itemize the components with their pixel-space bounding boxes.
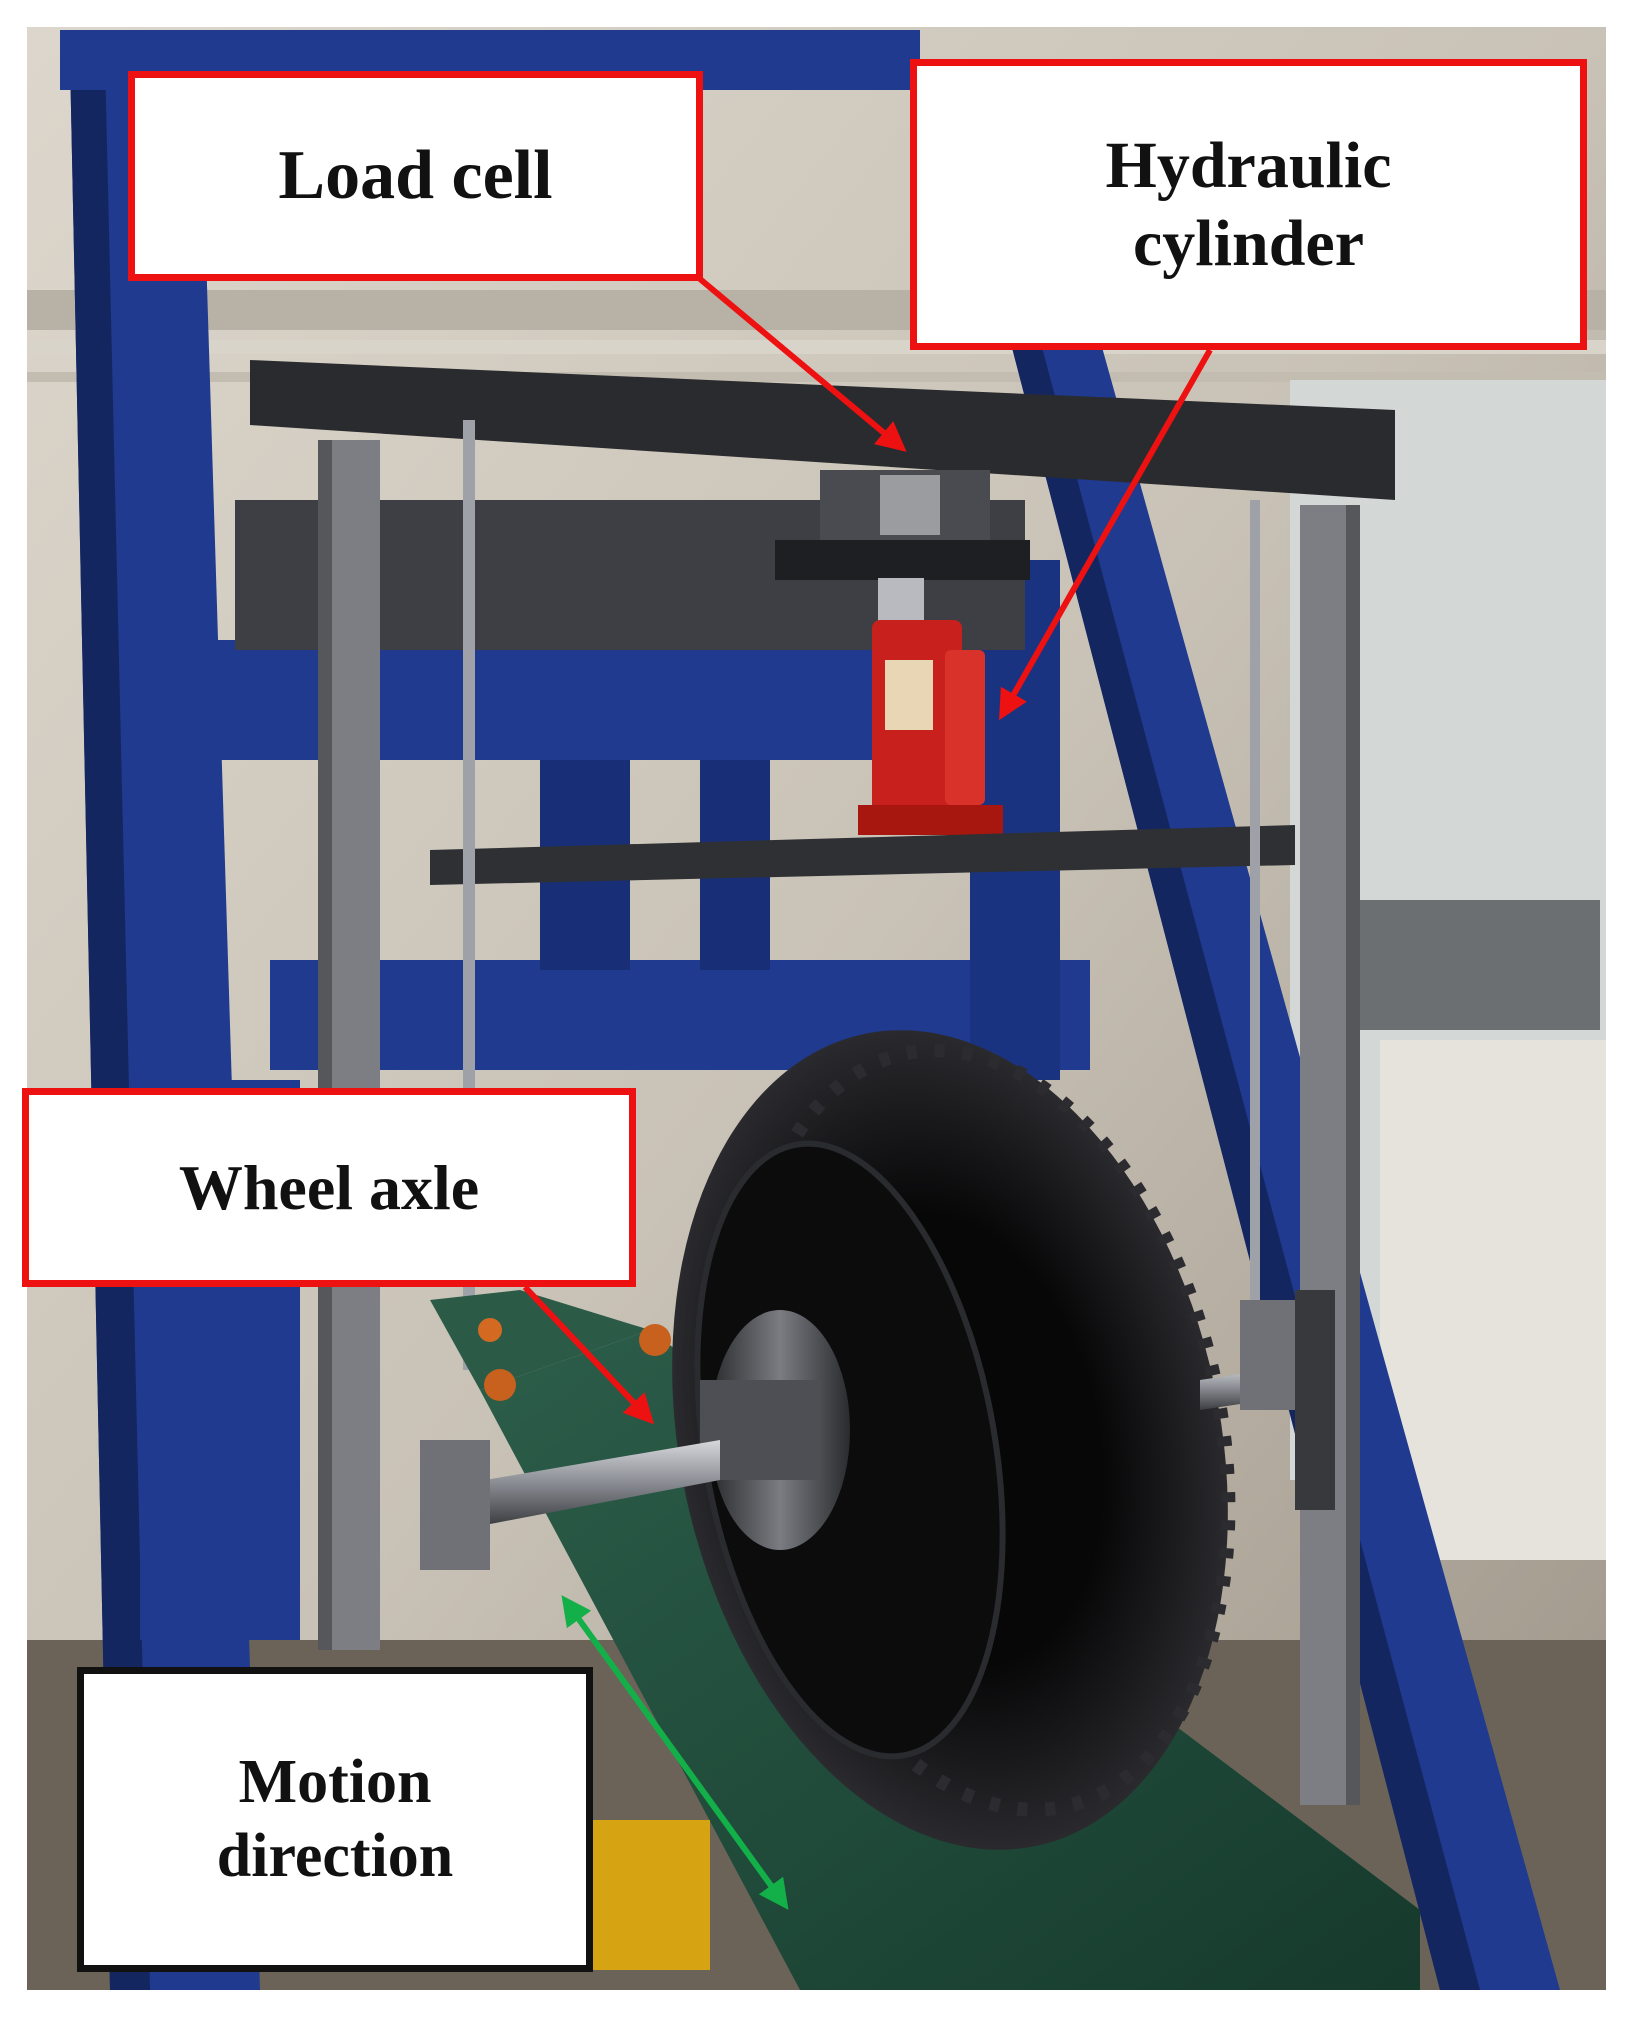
roller bbox=[639, 1324, 671, 1356]
roller bbox=[478, 1318, 502, 1342]
bearing-block-left bbox=[420, 1440, 490, 1570]
callout-wheel-axle: Wheel axle bbox=[22, 1088, 636, 1287]
jack-ram bbox=[878, 578, 924, 623]
right-cabinet bbox=[1380, 1040, 1606, 1560]
motion-direction-arrow bbox=[561, 1595, 789, 1910]
conveyor-belt-edge bbox=[430, 1290, 650, 1390]
back-bench bbox=[1360, 900, 1600, 1030]
bearing-block-right bbox=[1240, 1300, 1300, 1410]
callout-hydraulic-cylinder: Hydraulic cylinder bbox=[910, 59, 1587, 350]
hydraulic-cylinder-arrow bbox=[999, 348, 1213, 721]
slider-block bbox=[1295, 1290, 1335, 1510]
callout-hydraulic-cylinder-line2: cylinder bbox=[1133, 206, 1364, 280]
wheel-axle bbox=[485, 1440, 720, 1525]
callout-motion-direction-line2: direction bbox=[216, 1821, 454, 1890]
callout-wheel-axle-label: Wheel axle bbox=[178, 1151, 480, 1223]
callout-motion-direction: Motion direction bbox=[77, 1667, 593, 1972]
callout-hydraulic-cylinder-line1: Hydraulic bbox=[1105, 128, 1392, 202]
yellow-equipment bbox=[590, 1820, 710, 1970]
hydraulic-jack-pump bbox=[945, 650, 985, 805]
callout-load-cell: Load cell bbox=[128, 71, 703, 281]
guide-post-left-edge bbox=[318, 440, 332, 1650]
load-cell-core bbox=[880, 475, 940, 535]
roller bbox=[484, 1369, 516, 1401]
hydraulic-jack-base bbox=[858, 805, 1003, 835]
load-plate bbox=[775, 540, 1030, 580]
frame-right-leg-shade bbox=[1010, 340, 1480, 1990]
guide-post-right-edge bbox=[1346, 505, 1360, 1805]
threaded-rod bbox=[1250, 500, 1260, 1300]
steel-load-beam bbox=[250, 360, 1395, 500]
hydraulic-jack-label bbox=[885, 660, 933, 730]
steel-support-bar bbox=[430, 825, 1295, 885]
callout-load-cell-label: Load cell bbox=[278, 136, 553, 214]
wheel-axle-arrow bbox=[522, 1284, 655, 1425]
load-cell-arrow bbox=[698, 276, 907, 452]
frame-left-column-shade bbox=[70, 60, 150, 1990]
callout-motion-direction-line1: Motion bbox=[238, 1748, 432, 1817]
